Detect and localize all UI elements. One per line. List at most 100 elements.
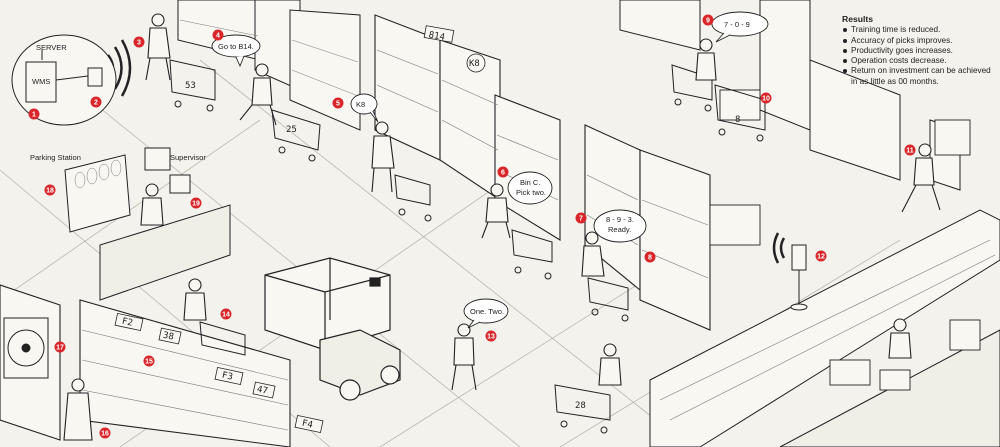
svg-text:4: 4 <box>216 33 220 40</box>
wms-label: WMS <box>32 77 50 86</box>
bubble-6 <box>507 171 553 205</box>
scanner-post <box>790 244 808 311</box>
bubble-5-text: K8 <box>356 100 365 109</box>
right-racks <box>619 0 961 191</box>
cart-label-8: 8 <box>735 115 740 125</box>
worker-19 <box>140 183 164 226</box>
partition-wall <box>99 204 231 301</box>
marker-16: 16 <box>99 427 111 439</box>
marker-7: 7 <box>575 212 587 224</box>
bubble-9-text: 7 - 0 - 9 <box>724 20 750 29</box>
marker-5: 5 <box>332 97 344 109</box>
label-f4: F4 <box>301 419 314 431</box>
marker-19: 19 <box>190 197 202 209</box>
bubble-13 <box>463 298 509 329</box>
results-item: Training time is reduced. <box>843 25 992 35</box>
bubble-7 <box>593 209 647 243</box>
svg-text:1: 1 <box>32 112 36 119</box>
carts <box>169 59 766 434</box>
label-38: 38 <box>162 331 175 343</box>
bubble-4-text: Go to B14. <box>218 42 254 51</box>
worker-4 <box>239 63 277 126</box>
svg-text:18: 18 <box>46 188 54 195</box>
worker-6 <box>481 183 511 239</box>
svg-text:8: 8 <box>648 255 652 262</box>
bubble-7-line2: Ready. <box>608 225 631 234</box>
marker-14: 14 <box>220 308 232 320</box>
results-item: Operation costs decrease. <box>843 56 992 66</box>
svg-text:15: 15 <box>145 359 153 366</box>
marker-10: 10 <box>760 92 772 104</box>
bubble-6-line1: Bin C. <box>520 178 540 187</box>
bubble-6-line2: Pick two. <box>516 188 546 197</box>
forklift <box>264 257 401 401</box>
svg-text:6: 6 <box>501 170 505 177</box>
svg-text:5: 5 <box>336 101 340 108</box>
bubble-9 <box>711 11 769 43</box>
worker-11 <box>901 143 941 213</box>
worker-7 <box>581 231 605 277</box>
worker-5 <box>371 121 395 193</box>
svg-text:2: 2 <box>94 100 98 107</box>
speech-texts: Go to B14. K8 Bin C. Pick two. 8 - 9 - 3… <box>218 20 750 316</box>
marker-17: 17 <box>54 341 66 353</box>
bubble-7-line1: 8 - 9 - 3. <box>606 215 634 224</box>
label-814: 814 <box>428 30 446 43</box>
box-stacks <box>709 89 981 391</box>
bubble-5 <box>350 93 379 123</box>
svg-text:12: 12 <box>817 254 825 261</box>
shelving-top-left <box>177 0 361 131</box>
speech-bubbles <box>211 11 769 329</box>
svg-text:9: 9 <box>706 18 710 25</box>
results-item: Productivity goes increases. <box>843 46 992 56</box>
worker-bottom <box>598 343 622 386</box>
workers <box>63 13 941 441</box>
svg-text:11: 11 <box>906 148 914 155</box>
results-item: Return on investment can be achieved in … <box>843 66 991 86</box>
results-list: Training time is reduced. Accuracy of pi… <box>842 25 992 87</box>
cart-label-28: 28 <box>575 401 586 411</box>
svg-text:13: 13 <box>487 334 495 341</box>
results-title: Results <box>842 14 874 24</box>
results-panel: Results Training time is reduced. Accura… <box>842 14 992 87</box>
marker-4: 4 <box>212 29 224 41</box>
worker-right-station <box>888 318 912 359</box>
bubble-4 <box>211 34 261 68</box>
worker-13 <box>451 323 477 391</box>
bubble-13-text: One. Two. <box>470 307 504 316</box>
rack-labels <box>114 25 486 434</box>
marker-8: 8 <box>644 251 656 263</box>
svg-text:3: 3 <box>137 40 141 47</box>
marker-3: 3 <box>133 36 145 48</box>
label-47: 47 <box>256 385 269 397</box>
worker-14 <box>183 278 207 321</box>
svg-text:7: 7 <box>579 216 583 223</box>
results-item: Accuracy of picks improves. <box>843 36 992 46</box>
server-diagram <box>11 34 117 126</box>
center-racks <box>374 14 711 331</box>
server-label: SERVER <box>36 43 67 52</box>
label-k8: K8 <box>469 59 480 69</box>
marker-6: 6 <box>497 166 509 178</box>
cart-label-25: 25 <box>286 125 297 135</box>
label-f3: F3 <box>221 371 234 383</box>
svg-text:16: 16 <box>101 431 109 438</box>
svg-text:19: 19 <box>192 201 200 208</box>
parking-station <box>64 147 191 233</box>
supervisor-label: Supervisor <box>170 153 206 162</box>
worker-3 <box>145 13 171 81</box>
worker-16 <box>63 378 93 441</box>
svg-text:10: 10 <box>762 96 770 103</box>
marker-12: 12 <box>815 250 827 262</box>
marker-18: 18 <box>44 184 56 196</box>
cart-label-53: 53 <box>185 81 196 91</box>
marker-1: 1 <box>28 108 40 120</box>
label-f2: F2 <box>121 317 134 329</box>
worker-9 <box>695 38 717 81</box>
marker-15: 15 <box>143 355 155 367</box>
svg-text:17: 17 <box>56 345 64 352</box>
svg-text:14: 14 <box>222 312 230 319</box>
marker-2: 2 <box>90 96 102 108</box>
fan-icon <box>3 317 49 379</box>
